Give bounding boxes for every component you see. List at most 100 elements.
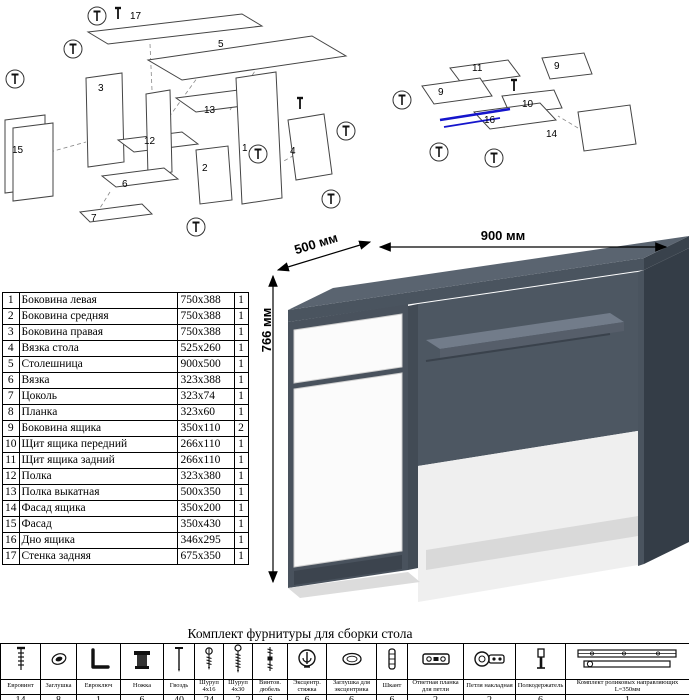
door-front: [293, 372, 403, 568]
hinge-icon: [463, 643, 516, 680]
part-size: 350x430: [176, 516, 235, 533]
hardware-name: Винтов. дюбель: [252, 679, 288, 695]
part-size: 323x380: [176, 468, 235, 485]
hardware-name: Шуруп 4x30: [223, 679, 253, 695]
part-callout-11: 11: [472, 63, 483, 74]
part-size: 350x200: [176, 500, 235, 517]
roller-guides-icon: [565, 643, 689, 680]
part-name: Щит ящика передний: [18, 436, 178, 453]
hardware-icons-row: [0, 643, 689, 680]
part-callout-9b: 9: [554, 61, 560, 72]
part-name: Фасад ящика: [18, 500, 178, 517]
part-number: 13: [2, 484, 20, 501]
exploded-view-drawer-drawing: [392, 52, 637, 168]
part-qty: 2: [233, 420, 249, 437]
hardware-name: Евроключ: [76, 679, 121, 695]
part-callout-5: 5: [218, 39, 224, 50]
part-qty: 1: [233, 500, 249, 517]
screw-4x16-icon: [194, 643, 224, 680]
hardware-name: Гвоздь: [163, 679, 195, 695]
hardware-qty: 2: [463, 693, 516, 700]
hardware-name: Комплект роликовых направляющих L=350мм: [565, 679, 689, 695]
dimension-arrows: [268, 240, 668, 584]
exploded-view-drawer: 11 9 9 10 16 14: [382, 50, 689, 198]
part-qty: 1: [233, 532, 249, 549]
part-name: Полка выкатная: [18, 484, 178, 501]
part-name: Боковина левая: [18, 292, 178, 309]
part-size: 900x500: [176, 356, 235, 373]
part-qty: 1: [233, 516, 249, 533]
part-size: 266x110: [176, 436, 235, 453]
part-name: Стенка задняя: [18, 548, 178, 565]
part-name: Цоколь: [18, 388, 178, 405]
part-name: Дно ящика: [18, 532, 178, 549]
part-number: 7: [2, 388, 20, 405]
part-callout-7: 7: [91, 213, 97, 224]
part-callout-2: 2: [202, 163, 208, 174]
desk-middle-panel-edge: [408, 304, 418, 570]
part-number: 12: [2, 468, 20, 485]
desk-render-drawing: [268, 236, 689, 602]
keyboard-tray-edge: [440, 322, 624, 358]
part-name: Фасад: [18, 516, 178, 533]
part-size: 750x388: [176, 324, 235, 341]
part-number: 8: [2, 404, 20, 421]
part-name: Боковина средняя: [18, 308, 178, 325]
part-number: 4: [2, 340, 20, 357]
hardware-qty: 2: [407, 693, 464, 700]
hardware-qty: 6: [326, 693, 377, 700]
part-name: Столешница: [18, 356, 178, 373]
hardware-qty: 6: [287, 693, 327, 700]
part-qty: 1: [233, 548, 249, 565]
dowel-icon: [376, 643, 408, 680]
shelf-support-icon: [515, 643, 566, 680]
hardware-qty: 40: [163, 693, 195, 700]
part-qty: 1: [233, 404, 249, 421]
hardware-qty: 6: [252, 693, 288, 700]
part-size: 323x60: [176, 404, 235, 421]
hardware-qty: 14: [0, 693, 41, 700]
desk-right-side: [644, 248, 689, 564]
part-callout-16: 16: [484, 115, 496, 126]
part-number: 11: [2, 452, 20, 469]
hardware-name: Ответная планка для петли: [407, 679, 464, 695]
part-callout-14: 14: [546, 129, 558, 140]
plug-icon: [40, 643, 77, 680]
part-callout-4: 4: [290, 146, 296, 157]
part-name: Вязка стола: [18, 340, 178, 357]
part-name: Планка: [18, 404, 178, 421]
hardware-qty: 1: [565, 693, 689, 700]
part-callout-10: 10: [522, 99, 534, 110]
plinth: [294, 555, 402, 585]
part-qty: 1: [233, 324, 249, 341]
hardware-qty: 6: [515, 693, 566, 700]
part-number: 10: [2, 436, 20, 453]
part-qty: 1: [233, 436, 249, 453]
part-number: 6: [2, 372, 20, 389]
part-number: 5: [2, 356, 20, 373]
part-number: 2: [2, 308, 20, 325]
floor-shadow: [426, 516, 638, 570]
part-callout-17: 17: [130, 11, 142, 22]
hardware-qty: 6: [376, 693, 408, 700]
part-qty: 1: [233, 468, 249, 485]
part-callout-3: 3: [98, 83, 104, 94]
keyboard-tray-top: [426, 313, 624, 349]
hardware-qty: 8: [40, 693, 77, 700]
part-size: 500x350: [176, 484, 235, 501]
part-name: Боковина правая: [18, 324, 178, 341]
cam-plug-icon: [326, 643, 377, 680]
part-qty: 1: [233, 308, 249, 325]
hardware-kit-title: Комплект фурнитуры для сборки стола: [187, 626, 413, 641]
